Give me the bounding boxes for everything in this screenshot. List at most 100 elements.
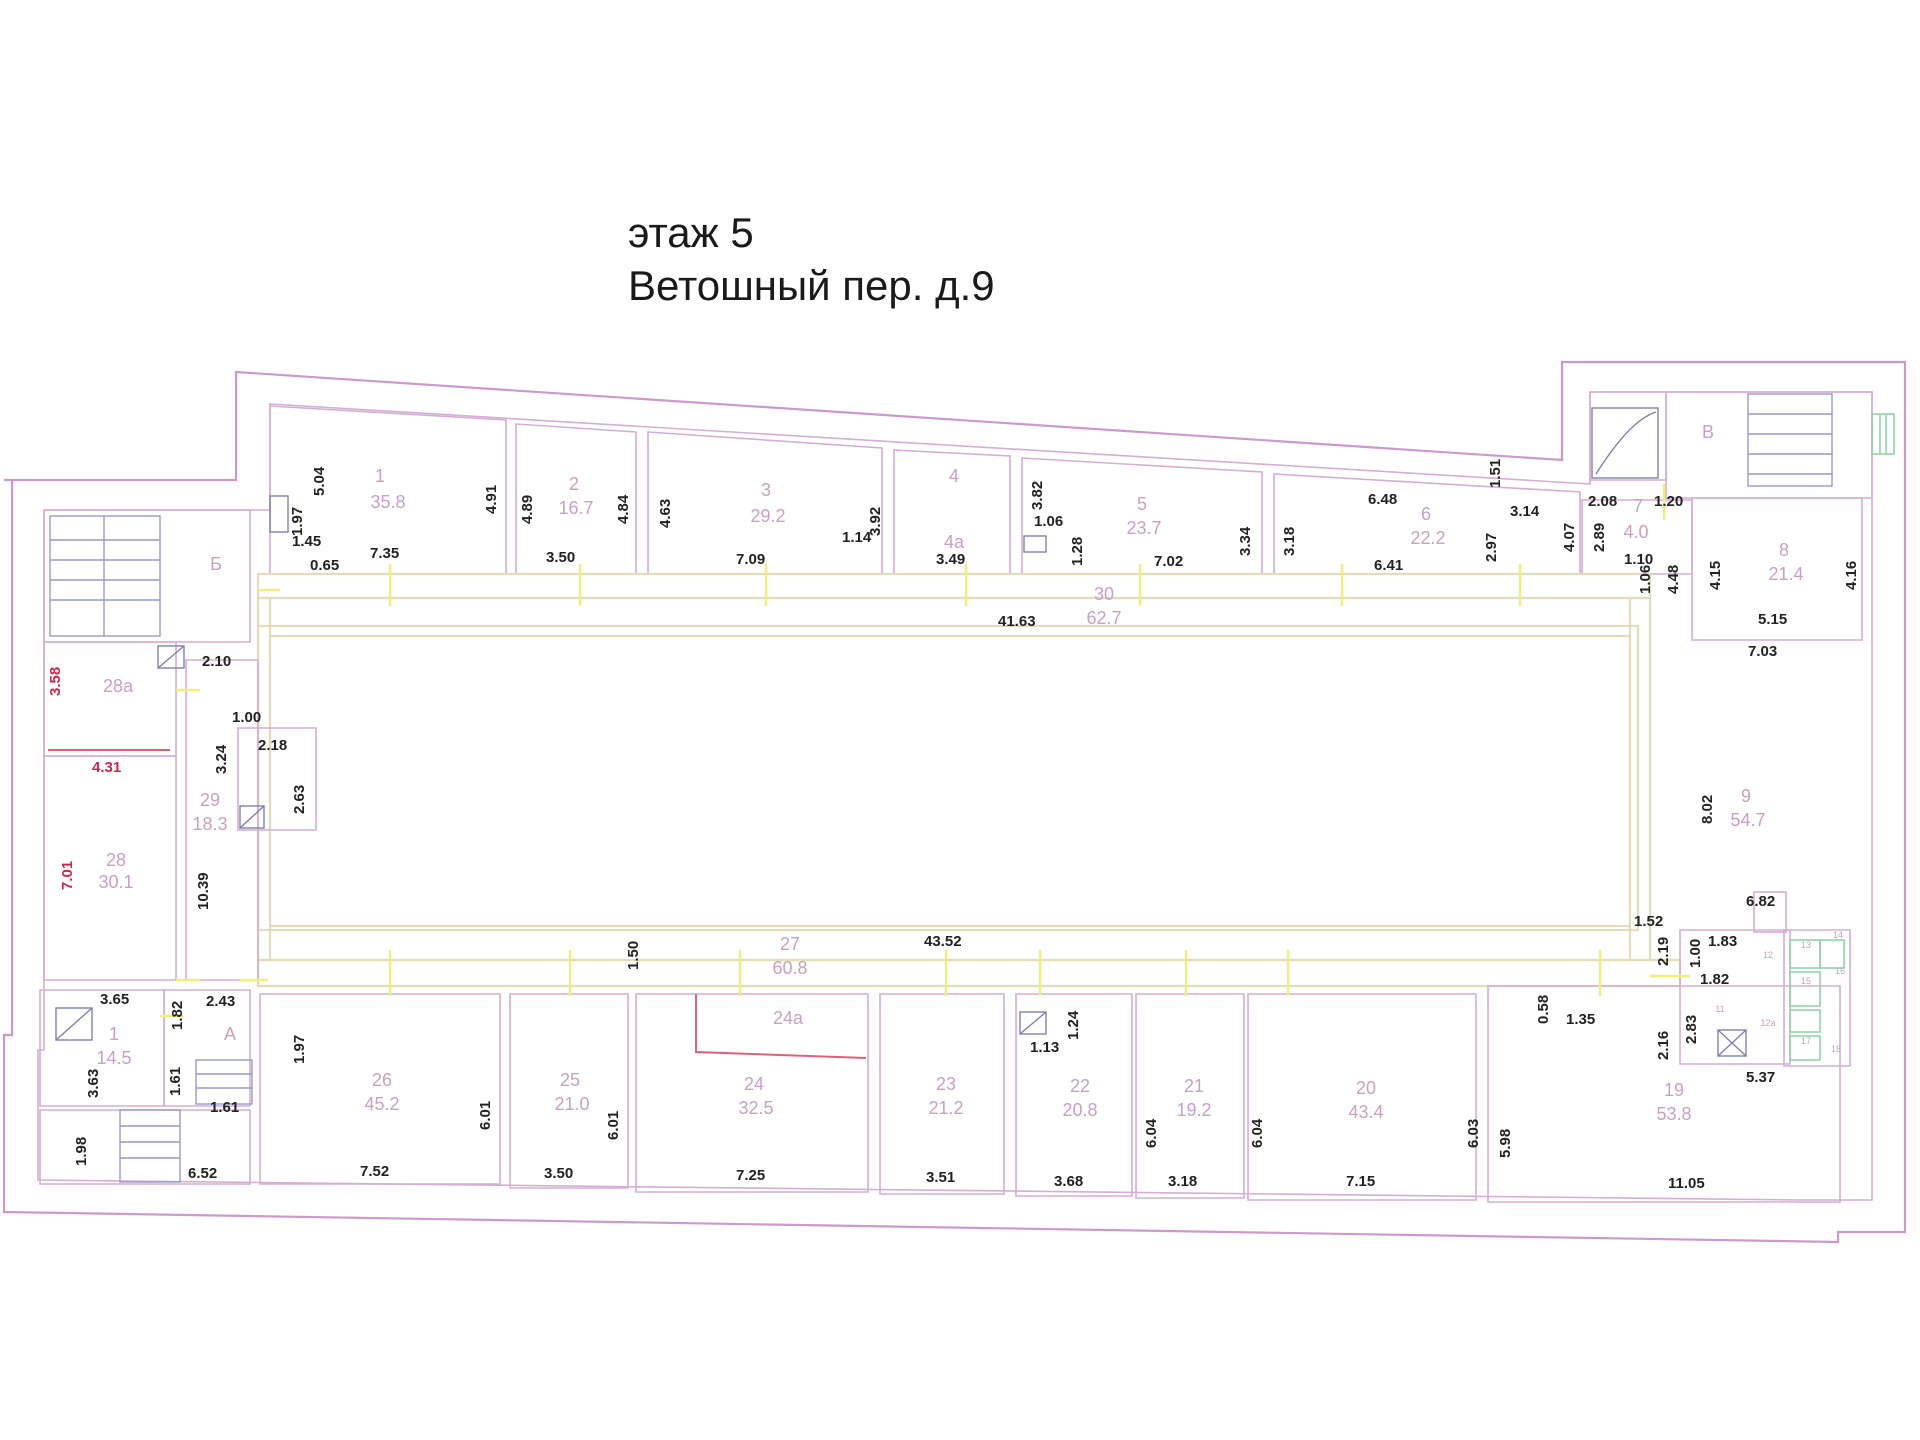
room-area: 62.7: [1086, 608, 1121, 628]
room-number: 2: [569, 474, 579, 494]
svg-text:2.10: 2.10: [202, 653, 231, 670]
svg-text:3.92: 3.92: [867, 507, 884, 536]
svg-text:6.03: 6.03: [1465, 1119, 1482, 1148]
room-area: 45.2: [364, 1094, 399, 1114]
svg-text:6.04: 6.04: [1249, 1118, 1266, 1148]
svg-text:4.89: 4.89: [519, 495, 536, 524]
svg-text:6.41: 6.41: [1374, 557, 1403, 574]
svg-text:1.83: 1.83: [1708, 933, 1737, 950]
svg-text:8.02: 8.02: [1699, 795, 1716, 824]
svg-text:5.37: 5.37: [1746, 1069, 1775, 1086]
svg-text:1.61: 1.61: [210, 1099, 239, 1116]
svg-text:1.06: 1.06: [1637, 565, 1654, 594]
svg-text:1.97: 1.97: [291, 1035, 308, 1064]
svg-text:1.50: 1.50: [625, 941, 642, 970]
room-area: 22.2: [1410, 528, 1445, 548]
svg-text:1.06: 1.06: [1034, 513, 1063, 530]
svg-text:2.83: 2.83: [1683, 1015, 1700, 1044]
svg-text:1.61: 1.61: [167, 1067, 184, 1096]
svg-text:1.45: 1.45: [292, 533, 321, 550]
sanitary-fixtures: [1789, 413, 1895, 1061]
svg-text:1.28: 1.28: [1069, 537, 1086, 566]
svg-text:6.01: 6.01: [605, 1111, 622, 1140]
svg-text:4.84: 4.84: [615, 494, 632, 524]
svg-text:1.10: 1.10: [1624, 551, 1653, 568]
courtyard-inner: [256, 624, 1640, 932]
svg-text:1.00: 1.00: [1687, 939, 1704, 968]
svg-text:5.15: 5.15: [1758, 611, 1787, 628]
svg-text:4.63: 4.63: [657, 499, 674, 528]
room-area: 53.8: [1656, 1104, 1691, 1124]
svg-text:4.48: 4.48: [1665, 565, 1682, 594]
svg-text:3.49: 3.49: [936, 551, 965, 568]
red-dimension-labels: 3.58 4.31 7.01: [47, 667, 121, 890]
svg-text:3.63: 3.63: [85, 1069, 102, 1098]
svg-text:1.20: 1.20: [1654, 493, 1683, 510]
room-number: 12а: [1760, 1018, 1775, 1028]
room-number: 14: [1833, 930, 1843, 940]
room-area: 35.8: [370, 492, 405, 512]
svg-text:7.15: 7.15: [1346, 1173, 1375, 1190]
address-title: Ветошный пер. д.9: [628, 262, 995, 309]
room-area: 21.2: [928, 1098, 963, 1118]
svg-text:6.82: 6.82: [1746, 893, 1775, 910]
svg-text:1.13: 1.13: [1030, 1039, 1059, 1056]
room-number: 3: [761, 480, 771, 500]
room-number: 20: [1356, 1078, 1376, 1098]
svg-text:3.50: 3.50: [544, 1165, 573, 1182]
stairs: [49, 393, 1833, 1183]
svg-text:41.63: 41.63: [998, 613, 1036, 630]
room-number: 19: [1664, 1080, 1684, 1100]
room-number: 12: [1763, 950, 1773, 960]
room-number: 24а: [773, 1008, 804, 1028]
room-area: 30.1: [98, 872, 133, 892]
svg-text:1.97: 1.97: [289, 507, 306, 536]
room-area: 43.4: [1348, 1102, 1383, 1122]
room-number: 4а: [944, 532, 965, 552]
svg-text:3.24: 3.24: [213, 744, 230, 774]
svg-text:2.43: 2.43: [206, 993, 235, 1010]
svg-text:1.82: 1.82: [1700, 971, 1729, 988]
svg-text:1.52: 1.52: [1634, 913, 1663, 930]
room-number: 1: [375, 466, 385, 486]
svg-text:11.05: 11.05: [1668, 1175, 1705, 1192]
svg-text:1.35: 1.35: [1566, 1011, 1595, 1028]
courtyard: [268, 634, 1632, 928]
svg-text:0.65: 0.65: [310, 557, 339, 574]
svg-text:4.91: 4.91: [483, 485, 500, 514]
room-number: 25: [560, 1070, 580, 1090]
svg-text:3.82: 3.82: [1029, 481, 1046, 510]
bottom-rooms: [39, 891, 1851, 1203]
room-number: 5: [1137, 494, 1147, 514]
room-number: 15: [1801, 976, 1811, 986]
svg-text:2.18: 2.18: [258, 737, 287, 754]
svg-text:2.19: 2.19: [1655, 937, 1672, 966]
svg-text:3.18: 3.18: [1168, 1173, 1197, 1190]
svg-text:7.09: 7.09: [736, 551, 765, 568]
room-number: 6: [1421, 504, 1431, 524]
room-number: 7: [1633, 496, 1643, 516]
room-area: 23.7: [1126, 518, 1161, 538]
room-area: 16.7: [558, 498, 593, 518]
svg-text:3.65: 3.65: [100, 991, 129, 1008]
room-number: 9: [1741, 786, 1751, 806]
room-number: 22: [1070, 1076, 1090, 1096]
room-area: 4.0: [1623, 522, 1648, 542]
svg-text:6.01: 6.01: [477, 1101, 494, 1130]
svg-text:0.58: 0.58: [1535, 995, 1552, 1024]
svg-text:1.98: 1.98: [73, 1137, 90, 1166]
svg-text:43.52: 43.52: [924, 933, 962, 950]
svg-text:4.31: 4.31: [92, 759, 121, 776]
room-number: 28а: [103, 676, 134, 696]
room-number: 26: [372, 1070, 392, 1090]
room-number: 30: [1094, 584, 1114, 604]
room-number: Б: [210, 554, 222, 574]
svg-text:7.52: 7.52: [360, 1163, 389, 1180]
svg-text:4.07: 4.07: [1561, 523, 1578, 552]
svg-text:6.04: 6.04: [1143, 1118, 1160, 1148]
room-number: А: [224, 1024, 236, 1044]
svg-text:5.98: 5.98: [1497, 1129, 1514, 1158]
top-rooms: [269, 391, 1873, 641]
svg-text:4.15: 4.15: [1707, 561, 1724, 590]
